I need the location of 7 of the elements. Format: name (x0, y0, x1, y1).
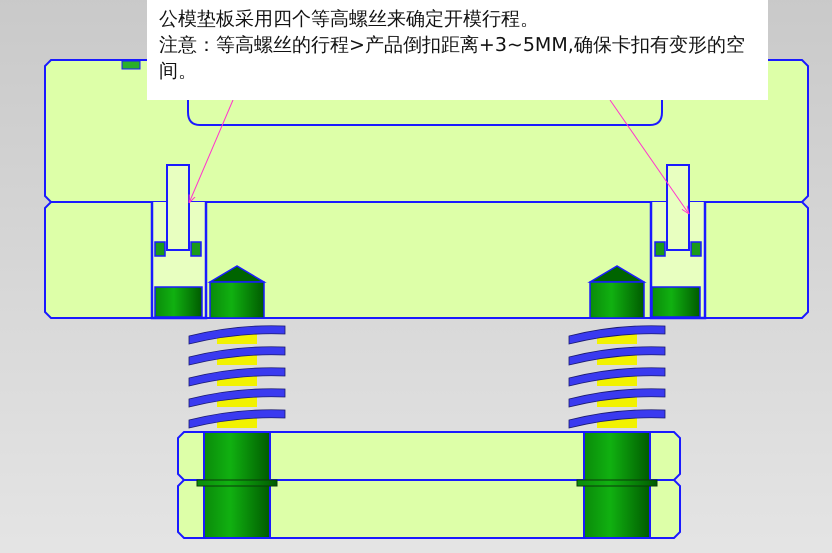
note-text: 公模垫板采用四个等高螺丝来确定开模行程。 (159, 7, 540, 32)
note-box (147, 0, 768, 100)
note-text: 注意：等高螺丝的行程>产品倒扣距离+3~5MM,确保卡扣有变形的空间。 (159, 33, 746, 84)
shoulder-bolt (154, 164, 203, 318)
leader-line (188, 100, 234, 204)
shoulder-bolt (651, 164, 702, 318)
leader-line (610, 100, 690, 214)
